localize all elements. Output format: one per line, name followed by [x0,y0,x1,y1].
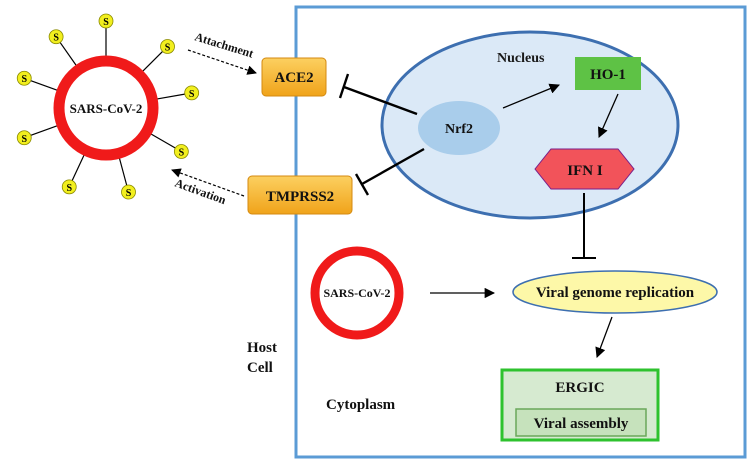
viral-assembly-label: Viral assembly [534,416,629,432]
nucleus-label: Nucleus [497,51,545,66]
ho1-label: HO-1 [590,67,626,83]
replication-node [512,270,718,314]
ifn-label: IFN I [567,163,603,179]
virus-spikes: S S S S S S S S S [16,13,200,200]
spike-stalk [142,51,163,72]
spike-label: S [21,74,27,85]
inhibit-bar-tmprss2 [354,173,370,196]
spike-label: S [179,148,185,159]
tmprss2-label: TMPRSS2 [266,189,334,205]
spike-stalk [150,133,176,149]
spike-stalk [59,42,77,66]
activation-arrow [171,168,245,197]
spike-label: S [189,89,195,100]
cytoplasm-label: Cytoplasm [326,397,396,413]
spike-protein [160,39,175,54]
ergic-label: ERGIC [555,380,604,396]
spike-stalk [118,158,128,186]
replication-label: Viral genome replication [536,285,695,301]
ho1-box [575,57,641,90]
spike-protein [173,144,189,159]
tmprss2-box [247,175,353,215]
spike-label: S [66,183,72,194]
spike-label: S [21,134,27,145]
spike-protein [121,184,136,200]
arrow-nrf2-ho1 [502,83,560,109]
spike-protein [48,29,64,45]
arrow-replication-ergic [595,316,613,358]
cytoplasm-virus-label: SARS-CoV-2 [323,286,390,300]
inhibit-nrf2-tmprss2 [361,147,425,186]
ace2-label: ACE2 [274,70,313,86]
spike-stalk [30,80,58,91]
nrf2-label: Nrf2 [445,122,473,137]
inhibit-nrf2-ace2 [343,85,418,116]
cytoplasm-virus-ring [310,246,404,340]
host-cell-label-line2: Cell [247,360,273,376]
virus-ring [53,55,159,161]
viral-assembly-box [515,408,647,437]
spike-stalk [30,125,58,136]
virus-label: SARS-CoV-2 [70,101,143,116]
nrf2-node [418,101,500,155]
spike-stalk [157,93,185,100]
spike-protein [98,13,114,29]
host-cell-boundary [294,5,747,459]
spike-protein [16,130,32,146]
ace2-box [261,57,327,97]
spike-stalk [71,154,85,181]
ifn-hexagon [534,148,635,190]
spike-label: S [126,188,132,199]
arrow-ho1-ifn [598,93,619,138]
attachment-arrow [187,49,257,75]
attachment-label: Attachment [193,29,255,60]
spike-label: S [165,42,171,53]
spike-label: S [53,33,59,44]
spike-label: S [103,17,109,28]
spike-protein [184,85,200,101]
spike-protein [61,179,77,195]
inhibit-bar-ace2 [338,73,350,99]
host-cell-label-line1: Host [247,340,277,356]
spike-protein [16,70,32,86]
